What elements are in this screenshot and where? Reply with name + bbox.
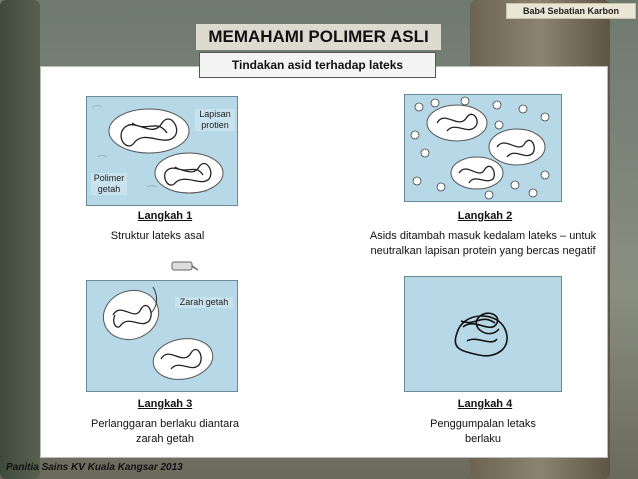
slide-subtitle: Tindakan asid terhadap lateks	[199, 52, 436, 78]
tree-trunk-left	[0, 0, 40, 479]
step2-heading: Langkah 2	[457, 210, 513, 222]
label-rubber-particle: Zarah getah	[175, 297, 233, 308]
page-title: MEMAHAMI POLIMER ASLI	[196, 24, 441, 50]
footer-credit: Panitia Sains KV Kuala Kangsar 2013	[6, 462, 183, 473]
chapter-tag: Bab4 Sebatian Karbon	[506, 3, 636, 19]
label-rubber-polymer: Polimer getah	[91, 173, 127, 195]
step4-illustration	[454, 312, 508, 357]
step3-description: Perlanggaran berlaku diantara zarah geta…	[91, 418, 239, 445]
step3-diagram: Zarah getah	[86, 280, 238, 392]
dropper-icon	[171, 261, 198, 271]
step2-description: Asids ditambah masuk kedalam lateks – un…	[369, 230, 597, 257]
step4-diagram	[404, 276, 562, 392]
step1-heading: Langkah 1	[137, 210, 193, 222]
step1-illustration	[91, 105, 224, 194]
step3-illustration	[102, 286, 214, 380]
step4-heading: Langkah 4	[457, 398, 513, 410]
step1-description: Struktur lateks asal	[110, 230, 205, 242]
step2-diagram	[404, 94, 562, 202]
label-protein-layer: Lapisan protien	[195, 109, 235, 131]
step4-description: Penggumpalan letaks berlaku	[430, 418, 536, 445]
step3-heading: Langkah 3	[137, 398, 193, 410]
step1-diagram: Lapisan protien Polimer getah	[86, 96, 238, 206]
step2-illustration	[410, 96, 550, 200]
